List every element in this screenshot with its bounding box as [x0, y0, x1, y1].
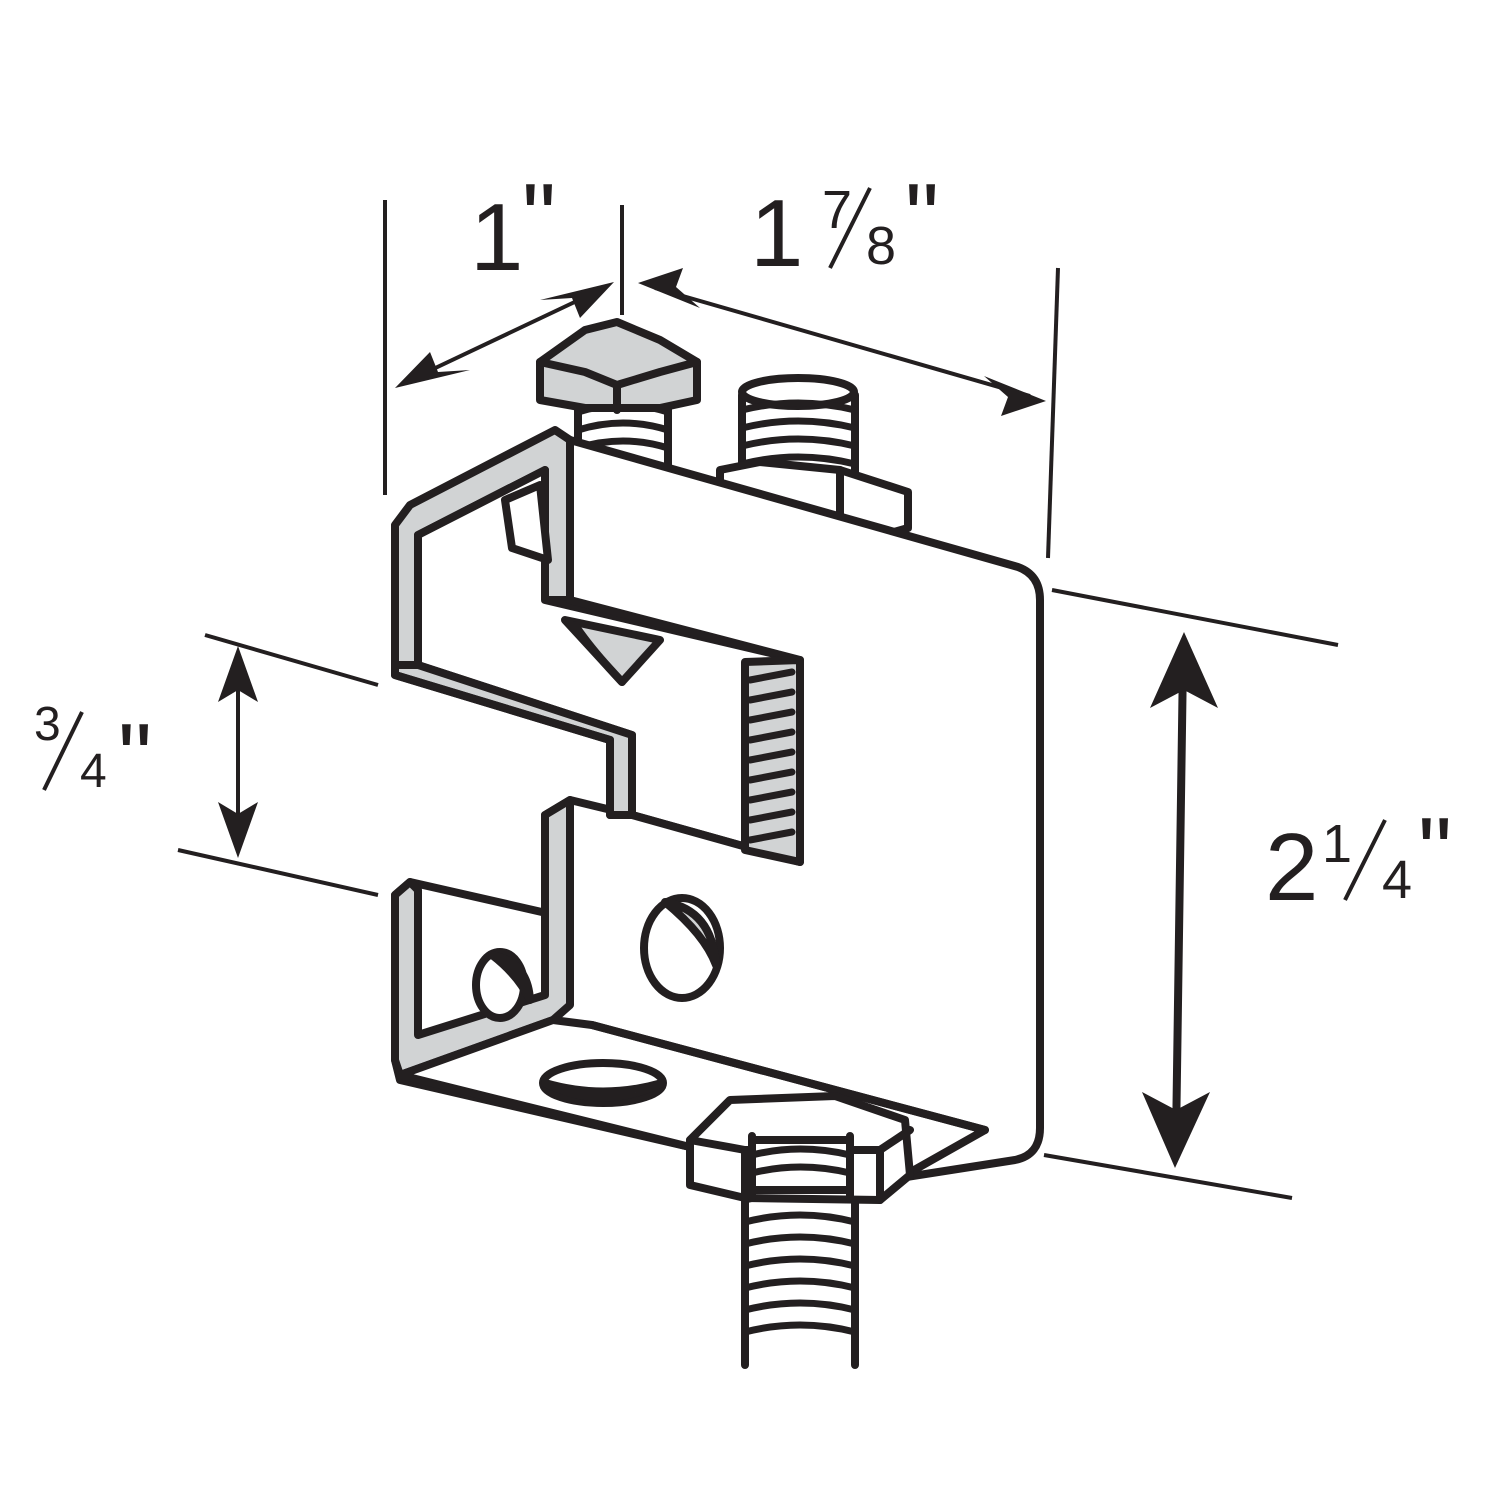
bottom-nut-and-rod — [686, 1092, 914, 1369]
extension-lines — [177, 200, 1339, 1200]
label-three-quarter: 3 4 " — [34, 698, 152, 811]
clamp-holes — [472, 894, 724, 1107]
label-one-seven-eighths-mark: " — [905, 164, 939, 271]
top-stud-and-nut — [716, 374, 912, 540]
label-one-seven-eighths: 1 7 8 " — [750, 164, 939, 287]
label-one-inch-mark: " — [522, 164, 556, 271]
label-one-inch-whole: 1 — [470, 184, 523, 291]
label-one-inch: 1 " — [470, 164, 556, 291]
label-two-and-quarter-mark: " — [1418, 798, 1452, 905]
label-three-quarter-denominator: 4 — [80, 745, 107, 798]
label-three-quarter-numerator: 3 — [34, 698, 61, 751]
label-two-and-quarter-slash — [1343, 819, 1387, 901]
label-one-seven-eighths-slash — [828, 187, 872, 269]
label-three-quarter-mark: " — [118, 704, 152, 811]
label-one-seven-eighths-denominator: 8 — [866, 216, 896, 276]
dimension-arrow-two-and-quarter — [1142, 632, 1218, 1168]
label-two-and-quarter-denominator: 4 — [1382, 850, 1412, 910]
dimension-arrow-one-seven-eighths — [638, 268, 1046, 416]
label-three-quarter-slash — [42, 711, 84, 791]
jaw-serrations — [746, 668, 796, 844]
dimension-arrow-three-quarter — [218, 646, 258, 858]
label-two-and-quarter-numerator: 1 — [1322, 814, 1352, 874]
dimension-arrow-one-inch — [395, 282, 614, 388]
set-screw-tip — [501, 481, 664, 686]
label-two-and-quarter-whole: 2 — [1265, 814, 1318, 921]
label-one-seven-eighths-whole: 1 — [750, 180, 803, 287]
clamp-body — [391, 426, 1044, 1182]
label-two-and-quarter: 2 1 4 " — [1265, 798, 1452, 921]
